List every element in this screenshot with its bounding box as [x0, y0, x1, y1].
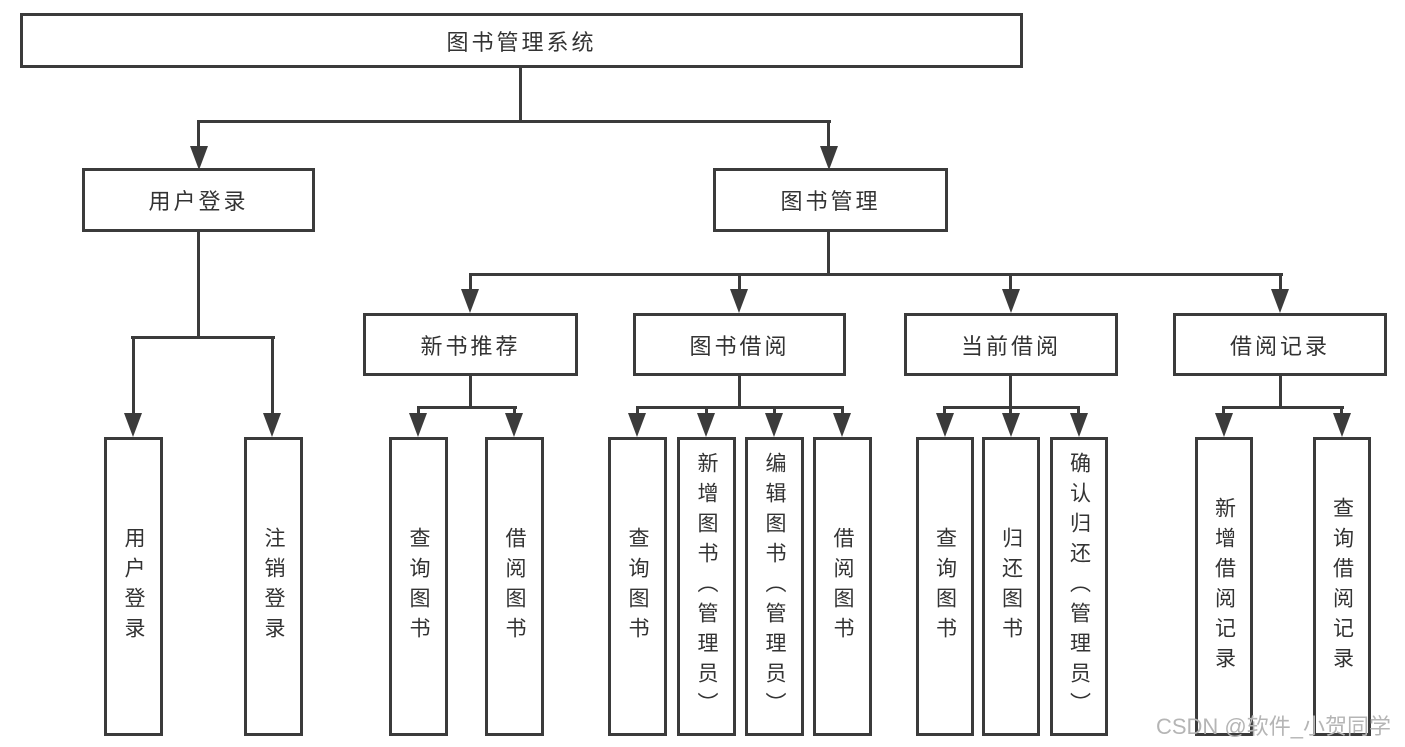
- node-label: 图书借阅: [689, 333, 790, 359]
- connector-borrowing-vertical: [738, 374, 741, 408]
- connector-newbook-horizontal: [417, 406, 517, 409]
- connector-newbook-vertical: [469, 374, 472, 408]
- connector-stem-leaf-logout: [271, 336, 274, 415]
- node-label: 新书推荐: [420, 333, 521, 359]
- node-label: 当前借阅: [960, 333, 1061, 359]
- arrowhead-e2: [1333, 413, 1351, 437]
- leaf-label: 查询图书: [626, 526, 649, 647]
- node-book-management-module: 图书管理: [713, 168, 948, 232]
- leaf-query-books-recommend: 查询图书: [389, 437, 448, 736]
- csdn-watermark: CSDN @软件_小贺同学: [1155, 714, 1391, 739]
- leaf-query-borrow-record: 查询借阅记录: [1313, 437, 1371, 736]
- connector-bookmgmt-horizontal: [469, 273, 1283, 276]
- leaf-label: 新增借阅记录: [1212, 496, 1236, 677]
- arrowhead-leaf-user-login: [124, 413, 142, 437]
- arrowhead-e1: [1215, 413, 1233, 437]
- leaf-borrow-books-borrowing: 借阅图书: [813, 437, 872, 736]
- connector-stem-c1: [636, 406, 639, 415]
- connector-stem-c3: [773, 406, 776, 415]
- node-label: 图书管理系统: [446, 29, 597, 55]
- connector-stem-leaf-user-login: [132, 336, 135, 415]
- node-label: 图书管理: [780, 189, 881, 214]
- node-book-borrowing: 图书借阅: [633, 313, 846, 376]
- connector-stem-c4: [841, 406, 844, 415]
- arrowhead-b1: [409, 413, 427, 437]
- arrowhead-d3: [1070, 413, 1088, 437]
- arrowhead-user-login: [190, 146, 208, 170]
- connector-stem-borrowing: [738, 273, 741, 291]
- connector-stem-b2: [513, 406, 516, 415]
- connector-root-horizontal: [197, 120, 831, 123]
- leaf-add-books-admin: 新增图书（管理员）: [677, 437, 736, 736]
- arrowhead-borrowing: [730, 289, 748, 313]
- arrowhead-new-book: [461, 289, 479, 313]
- connector-stem-user-login: [197, 120, 200, 148]
- node-borrowing-records: 借阅记录: [1173, 313, 1387, 376]
- arrowhead-c3: [765, 413, 783, 437]
- node-label: 借阅记录: [1229, 333, 1330, 359]
- connector-stem-c2: [705, 406, 708, 415]
- connector-userlogin-horizontal: [131, 336, 275, 339]
- leaf-label: 查询借阅记录: [1330, 496, 1354, 677]
- leaf-add-borrow-record: 新增借阅记录: [1195, 437, 1253, 736]
- leaf-label: 归还图书: [999, 526, 1023, 647]
- arrowhead-d1: [936, 413, 954, 437]
- arrowhead-c1: [628, 413, 646, 437]
- leaf-label: 新增图书（管理员）: [695, 451, 718, 722]
- connector-stem-d1: [943, 406, 946, 415]
- connector-root-vertical: [519, 66, 522, 123]
- leaf-label: 用户登录: [122, 526, 145, 647]
- connector-stem-new-book: [469, 273, 472, 291]
- leaf-label: 编辑图书（管理员）: [763, 451, 786, 722]
- node-user-login-module: 用户登录: [82, 168, 315, 232]
- leaf-label: 借阅图书: [831, 526, 854, 647]
- connector-stem-d3: [1077, 406, 1080, 415]
- node-label: 用户登录: [148, 189, 249, 214]
- connector-stem-book-mgmt: [827, 120, 830, 148]
- node-new-book-recommendation: 新书推荐: [363, 313, 578, 376]
- arrowhead-book-mgmt: [820, 146, 838, 170]
- leaf-query-books-borrowing: 查询图书: [608, 437, 667, 736]
- arrowhead-c4: [833, 413, 851, 437]
- arrowhead-b2: [505, 413, 523, 437]
- leaf-label: 查询图书: [933, 526, 957, 647]
- connector-stem-e1: [1222, 406, 1225, 415]
- arrowhead-leaf-logout: [263, 413, 281, 437]
- leaf-return-books: 归还图书: [982, 437, 1040, 736]
- connector-userlogin-vertical: [197, 230, 200, 338]
- arrowhead-c2: [697, 413, 715, 437]
- leaf-query-books-current: 查询图书: [916, 437, 974, 736]
- leaf-borrow-books-recommend: 借阅图书: [485, 437, 544, 736]
- leaf-label: 查询图书: [407, 526, 430, 647]
- arrowhead-records: [1271, 289, 1289, 313]
- arrowhead-d2: [1002, 413, 1020, 437]
- node-library-management-system: 图书管理系统: [20, 13, 1023, 68]
- connector-records-horizontal: [1222, 406, 1344, 409]
- node-current-borrowing: 当前借阅: [904, 313, 1118, 376]
- leaf-logout: 注销登录: [244, 437, 303, 736]
- leaf-confirm-return-admin: 确认归还（管理员）: [1050, 437, 1108, 736]
- connector-bookmgmt-vertical: [827, 230, 830, 275]
- connector-borrowing-horizontal: [636, 406, 844, 409]
- connector-stem-b1: [417, 406, 420, 415]
- connector-stem-e2: [1340, 406, 1343, 415]
- leaf-label: 确认归还（管理员）: [1067, 451, 1091, 722]
- connector-current-vertical: [1009, 374, 1012, 408]
- leaf-label: 注销登录: [262, 526, 285, 647]
- arrowhead-current: [1002, 289, 1020, 313]
- leaf-user-login: 用户登录: [104, 437, 163, 736]
- leaf-edit-books-admin: 编辑图书（管理员）: [745, 437, 804, 736]
- connector-stem-records: [1279, 273, 1282, 291]
- connector-stem-d2: [1009, 406, 1012, 415]
- connector-stem-current: [1009, 273, 1012, 291]
- connector-records-vertical: [1279, 374, 1282, 408]
- leaf-label: 借阅图书: [503, 526, 526, 647]
